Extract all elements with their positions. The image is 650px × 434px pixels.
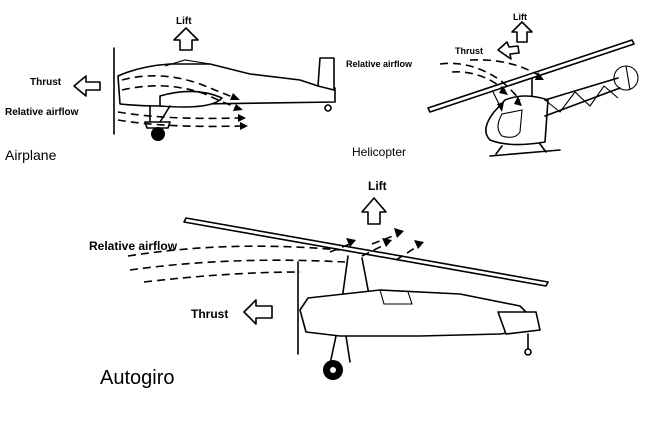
autogiro-lift-label: Lift: [368, 179, 387, 193]
helicopter-airflow-arrowhead: [535, 72, 544, 80]
helicopter-lift-label: Lift: [513, 12, 527, 22]
autogiro-tail: [497, 311, 541, 335]
airplane-thrust-label: Thrust: [30, 77, 62, 88]
helicopter-truss: [544, 85, 619, 113]
airplane-airflow-line: [117, 119, 243, 128]
airplane-airflow-arrowhead: [230, 93, 240, 100]
airplane-gear-strut: [149, 105, 171, 123]
airplane-thrust-arrow: [73, 75, 101, 97]
helicopter-thrust-label: Thrust: [455, 46, 483, 56]
airplane-relative-airflow-label: Relative airflow: [5, 107, 79, 118]
autogiro-airflow-arrowhead: [414, 240, 424, 249]
airplane-airflow-line: [121, 75, 236, 99]
autogiro-airflow-line: [361, 243, 387, 257]
airplane-airflow-line: [121, 85, 239, 109]
autogiro-airflow-line: [395, 245, 419, 261]
autogiro-group: Lift Relative airflow Thrust Autogiro: [89, 179, 549, 389]
airplane-tail-fin: [317, 57, 335, 91]
autogiro-airflow-arrowhead: [382, 238, 392, 247]
airplane-airflow-arrowhead: [240, 122, 248, 130]
autogiro-fuselage: [299, 289, 531, 337]
airplane-airflow-arrowhead: [233, 104, 243, 111]
autogiro-rotor-blade: [183, 217, 549, 287]
airplane-lift-arrow: [173, 27, 199, 51]
helicopter-airflow-line: [451, 71, 506, 91]
helicopter-caption: Helicopter: [352, 145, 406, 159]
helicopter-lift-arrow: [511, 21, 533, 43]
helicopter-relative-airflow-label: Relative airflow: [346, 59, 413, 69]
helicopter-airflow-arrowhead: [497, 102, 504, 112]
autogiro-airflow-line: [143, 271, 301, 283]
helicopter-thrust-arrow: [497, 41, 520, 60]
autogiro-caption: Autogiro: [100, 367, 175, 389]
autogiro-wheel-hub: [330, 367, 336, 373]
airplane-wheel: [151, 127, 165, 141]
helicopter-airflow-arrowhead: [499, 86, 508, 95]
airplane-canopy: [164, 59, 211, 67]
helicopter-group: Lift Thrust Relative airflow Helicopter: [346, 12, 639, 159]
autogiro-airflow-line: [329, 243, 351, 253]
autogiro-airflow-arrowhead: [394, 228, 404, 238]
autogiro-relative-airflow-label: Relative airflow: [89, 239, 178, 253]
airplane-fuselage: [117, 63, 336, 107]
helicopter-window: [497, 109, 523, 138]
autogiro-cockpit: [379, 289, 413, 305]
autogiro-airflow-line: [127, 245, 341, 257]
autogiro-airflow-line: [129, 259, 346, 271]
helicopter-skid: [489, 149, 561, 157]
airplane-wing: [159, 90, 223, 108]
autogiro-airflow-arrowhead: [346, 238, 356, 247]
helicopter-airflow-line: [469, 59, 541, 77]
airplane-group: Lift Thrust Relative airflow Airplane: [5, 16, 336, 163]
airplane-airflow-arrowhead: [238, 114, 246, 122]
autogiro-tail-wheel: [524, 348, 532, 356]
helicopter-tail-rotor-blade: [625, 65, 631, 91]
helicopter-tail-boom: [544, 77, 621, 117]
autogiro-gear-strut: [329, 335, 351, 365]
helicopter-airflow-arrowhead: [514, 96, 522, 106]
helicopter-rotor-blade: [427, 39, 635, 113]
helicopter-airflow-line: [439, 62, 521, 101]
autogiro-lift-arrow: [361, 197, 387, 225]
airplane-lift-label: Lift: [176, 16, 192, 27]
airplane-airflow-line: [117, 111, 241, 120]
autogiro-thrust-arrow: [243, 299, 273, 325]
autogiro-thrust-label: Thrust: [191, 307, 228, 321]
airplane-caption: Airplane: [5, 147, 57, 163]
autogiro-airflow-line: [371, 233, 399, 245]
airplane-tail-wheel: [324, 104, 332, 112]
